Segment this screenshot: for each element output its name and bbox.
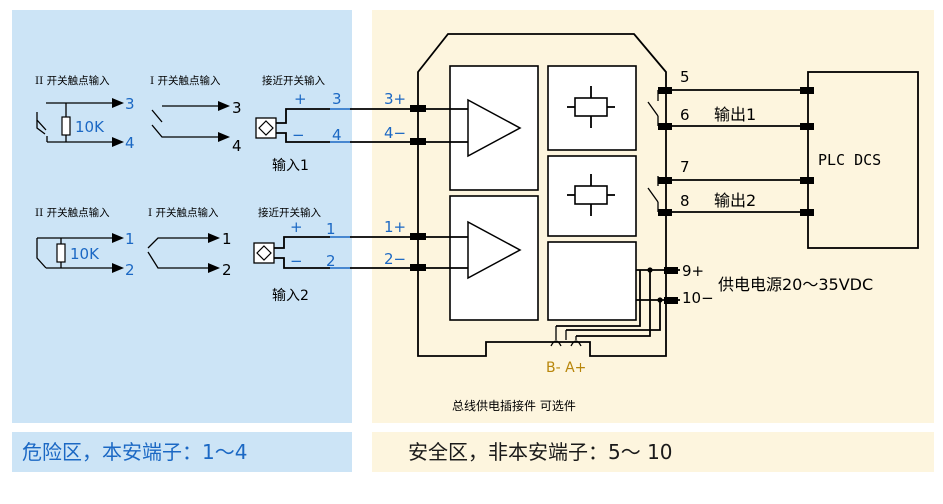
relay-coil-icon-2 — [567, 174, 615, 216]
output2-label: 输出2 — [714, 191, 756, 210]
input2-contact-i-term-b: 2 — [222, 261, 232, 279]
input1-proximity-sensor-icon — [255, 108, 330, 143]
input2-proximity-term-a: 1 — [326, 220, 336, 238]
input1-label-contact-ii: II 开关触点输入 — [35, 74, 110, 87]
input1-proximity-term-a: 3 — [332, 90, 342, 108]
input2-proximity-term-b: 2 — [326, 252, 336, 270]
input-terminals — [410, 105, 426, 271]
power-block — [547, 241, 637, 321]
pin-8-label: 8 — [680, 192, 690, 210]
input-group-1: II 开关触点输入 I 开关触点输入 接近开关输入 10K 3 4 3 — [35, 74, 342, 174]
relay-block-1 — [547, 65, 637, 151]
pin-9-plus-label: 9+ — [682, 262, 704, 280]
amplifier-triangle-icon-1 — [467, 98, 522, 158]
input-group-2: II 开关触点输入 I 开关触点输入 接近开关输入 10K 1 2 1 2 — [35, 206, 336, 304]
input2-contact-ii-symbol — [36, 233, 124, 273]
bus-pins-label: B- A+ — [546, 360, 586, 376]
plc-dcs-box — [807, 71, 919, 249]
input1-plus-sign: + — [294, 90, 307, 108]
bus-connector-icon — [550, 326, 582, 347]
output-contacts — [647, 87, 814, 216]
output1-label: 输出1 — [714, 105, 756, 124]
relay-coil-icon-1 — [567, 86, 615, 128]
pin-10-minus-label: 10− — [682, 289, 714, 307]
pin-7-label: 7 — [680, 158, 690, 176]
power-supply-label: 供电电源20～35VDC — [718, 275, 873, 294]
input1-contact-i-term-b: 4 — [232, 137, 242, 155]
input2-contact-ii-term-a: 1 — [125, 230, 135, 248]
input2-contact-i-term-a: 1 — [222, 230, 232, 248]
pin-4-minus-label: 4− — [384, 124, 406, 142]
input1-caption: 输入1 — [272, 158, 309, 174]
pin-2-minus-label: 2− — [384, 250, 406, 268]
input1-contact-i-term-a: 3 — [232, 99, 242, 117]
input1-label-contact-i: I 开关触点输入 — [150, 74, 221, 87]
pin-3-plus-label: 3+ — [384, 90, 406, 108]
input2-contact-i-symbol — [147, 233, 220, 273]
input1-minus-sign: − — [292, 126, 305, 144]
input2-caption: 输入2 — [272, 288, 309, 304]
input2-plus-sign: + — [290, 218, 303, 236]
hazard-zone — [12, 10, 352, 423]
input2-minus-sign: − — [290, 252, 303, 270]
safe-zone-label: 安全区，非本安端子：5～ 10 — [372, 432, 934, 472]
isolator-module — [417, 33, 667, 357]
input1-proximity-term-b: 4 — [332, 126, 342, 144]
input2-label-contact-i: I 开关触点输入 — [148, 206, 219, 219]
input-wires — [330, 108, 420, 269]
input1-contact-ii-term-a: 3 — [125, 95, 135, 113]
relay-block-2 — [547, 155, 637, 237]
input1-resistor-label: 10K — [75, 118, 105, 136]
input2-label-proximity: 接近开关输入 — [258, 206, 321, 219]
power-wiring — [556, 267, 680, 337]
input2-label-contact-ii: II 开关触点输入 — [35, 206, 110, 219]
amplifier-block-1 — [449, 65, 539, 191]
hazard-zone-label: 危险区，本安端子：1～4 — [12, 432, 352, 472]
input1-contact-ii-symbol — [36, 98, 124, 147]
input2-contact-ii-term-b: 2 — [125, 261, 135, 279]
input1-contact-i-symbol — [151, 101, 230, 142]
pin-1-plus-label: 1+ — [384, 218, 406, 236]
input2-resistor-label: 10K — [70, 245, 100, 263]
pin-6-label: 6 — [680, 106, 690, 124]
amplifier-block-2 — [449, 195, 539, 321]
input2-proximity-sensor-icon — [253, 236, 330, 269]
input1-contact-ii-term-b: 4 — [125, 134, 135, 152]
plc-dcs-label: PLC DCS — [818, 151, 881, 169]
amplifier-triangle-icon-2 — [467, 220, 522, 280]
input1-label-proximity: 接近开关输入 — [262, 74, 325, 87]
bus-caption: 总线供电插接件 可选件 — [452, 398, 576, 413]
pin-5-label: 5 — [680, 68, 690, 86]
